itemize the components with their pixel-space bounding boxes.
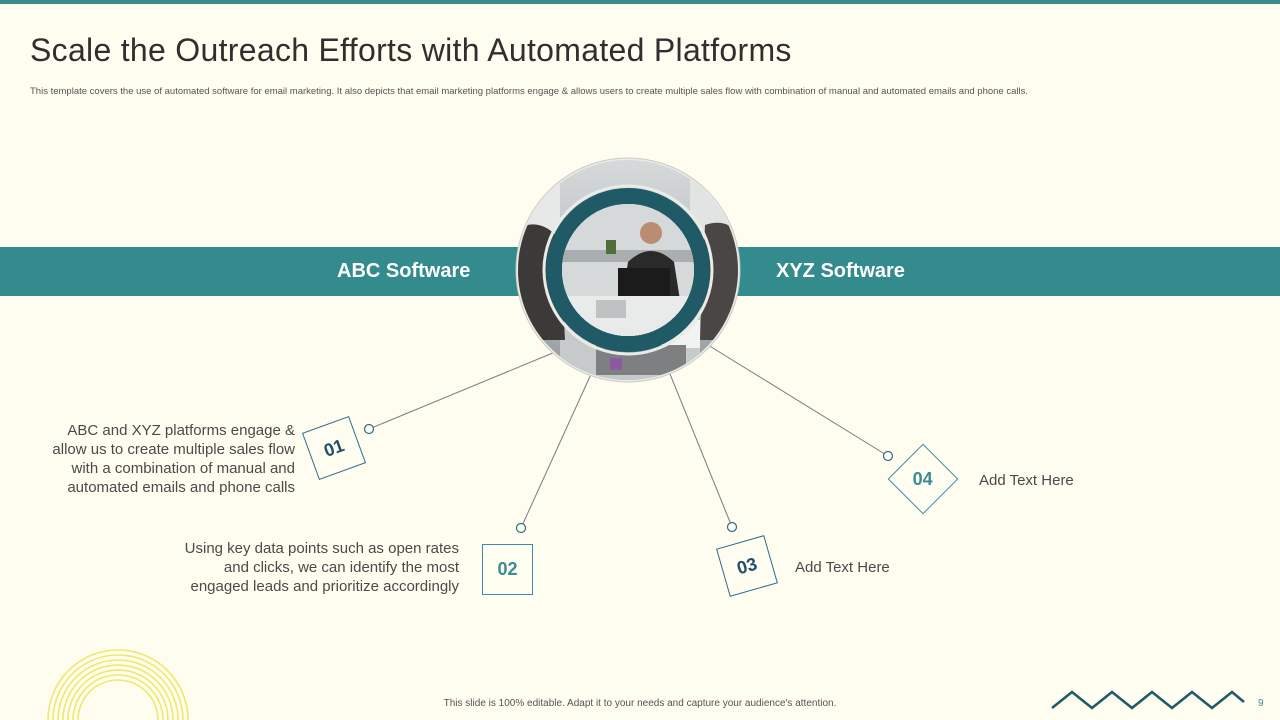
connector-dots [363, 423, 894, 534]
number-03: 03 [734, 553, 760, 578]
zigzag-decoration-icon [1051, 690, 1245, 710]
item-03-description: Add Text Here [795, 559, 890, 576]
number-box-02: 02 [482, 544, 533, 595]
concentric-arcs-decoration-icon [47, 649, 189, 720]
slide-footer: This slide is 100% editable. Adapt it to… [443, 698, 837, 709]
office-meeting-photo-icon [515, 157, 741, 383]
number-04: 04 [912, 468, 934, 489]
connector-01 [368, 349, 561, 430]
number-02: 02 [497, 559, 518, 579]
band-right [720, 247, 1280, 296]
item-02-description: Using key data points such as open rates… [184, 540, 459, 595]
connector-03 [669, 373, 733, 528]
band-left [0, 247, 560, 296]
item-04-description: Add Text Here [979, 472, 1074, 489]
page-number: 9 [1258, 698, 1264, 709]
band-right-label: XYZ Software [776, 260, 905, 282]
connector-dot-03 [726, 521, 738, 533]
top-accent-bar [0, 0, 1280, 4]
connector-04 [707, 344, 889, 457]
slide-subtitle: This template covers the use of automate… [30, 86, 1029, 97]
connector-lines [368, 344, 889, 529]
connector-02 [520, 371, 593, 529]
item-01-description: ABC and XYZ platforms engage & allow us … [52, 422, 295, 496]
connector-dot-01 [363, 423, 375, 435]
connector-dot-02 [515, 522, 527, 534]
slide-title: Scale the Outreach Efforts with Automate… [30, 32, 792, 68]
number-01: 01 [320, 434, 347, 461]
connector-dot-04 [882, 450, 894, 462]
photo-inner-scene [562, 204, 694, 336]
band-left-label: ABC Software [337, 260, 471, 282]
